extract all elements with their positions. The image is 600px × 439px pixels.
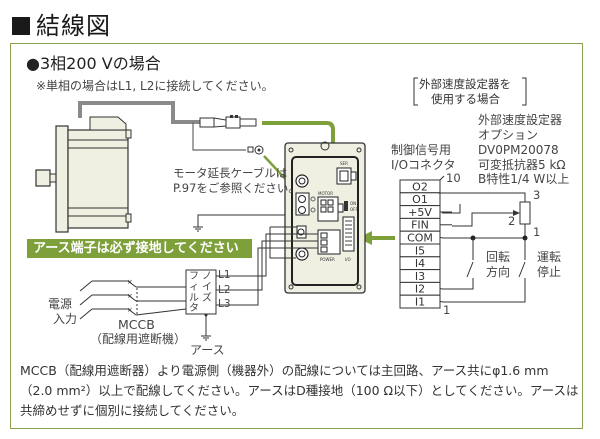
line-l3: L3 (218, 298, 231, 310)
io-pin-bottom: 1 (443, 303, 451, 317)
io-pin-label: FIN (411, 219, 429, 232)
filter-char-4: イ (202, 282, 212, 293)
cable-note-line2: P.97をご参照ください。 (173, 181, 300, 195)
filter-char-5: ル (189, 293, 199, 304)
io-pin-label: O2 (412, 180, 428, 193)
io-pin-label: I5 (415, 244, 425, 257)
svg-text:×: × (127, 278, 133, 286)
power-input-label-2: 入力 (53, 312, 78, 326)
page-title: 結線図 (12, 6, 111, 41)
rotation-label-2: 方向 (486, 265, 511, 279)
filter-char-3: ィ (189, 282, 199, 293)
device-label-4: 可変抵抗器5 kΩ (478, 158, 566, 172)
rotation-label-1: 回転 (486, 250, 511, 264)
device-label-3: DV0PM20078 (478, 143, 559, 157)
earth-label: アース (190, 343, 225, 357)
io-port-label: I/O (345, 257, 351, 262)
filter-char-2: ノ (202, 271, 212, 282)
cable-note-line1: モータ延長ケーブルは (173, 166, 288, 180)
potentiometer (438, 192, 531, 238)
mccb-breaker: × × × (79, 278, 187, 320)
bracket-left (413, 77, 418, 106)
pin-10-tick (439, 175, 445, 181)
sw-on-label: ON (350, 201, 356, 206)
ser-port-label: SER (340, 161, 348, 166)
device-label-1: 外部速度設定器 (478, 113, 563, 127)
ground-symbol-filter (201, 335, 211, 341)
bracket-label-2: 使用する場合 (431, 92, 500, 106)
section-heading: ●3相200 Vの場合 (26, 54, 161, 73)
filter-char-1: フ (189, 271, 199, 282)
io-pin-label: COM (407, 232, 433, 245)
arrow-cable-to-motor-port (262, 121, 335, 172)
power-input-label-1: 電源 (48, 297, 73, 311)
io-pin-label: +5V (408, 206, 432, 219)
bracket-right (522, 77, 527, 106)
io-label-2: I/Oコネクタ (391, 158, 456, 172)
page-title-text: 結線図 (36, 12, 111, 40)
wire-l2 (216, 240, 318, 291)
driver-panel (284, 141, 366, 294)
device-label-2: オプション (478, 128, 539, 142)
single-phase-note: ※単相の場合はL1, L2に接続してください。 (36, 79, 274, 93)
ground-symbol-panel (193, 226, 203, 232)
io-pin-label: I2 (415, 283, 425, 296)
filter-char-7: タ (189, 303, 199, 314)
line-l2: L2 (218, 284, 231, 296)
line-l1: L1 (218, 269, 231, 281)
filter-char-6: ズ (202, 293, 212, 304)
motor-port-label: MOTOR (318, 191, 333, 196)
io-pin-label: I4 (415, 257, 425, 270)
runstop-label-2: 停止 (537, 265, 562, 279)
motor-connector-icon (199, 115, 257, 129)
pot-pin-2: 2 (508, 214, 516, 228)
earth-cable (192, 122, 246, 151)
ring-terminal-icon (247, 145, 264, 155)
svg-text:×: × (127, 292, 133, 300)
square-bullet-icon (12, 17, 30, 35)
switch-circuit (442, 235, 528, 303)
io-pin-label: I3 (415, 270, 425, 283)
device-label-5: B特性1/4 W以上 (478, 172, 570, 186)
sw-off-label: OFF (350, 207, 358, 212)
pot-pin-3: 3 (533, 188, 541, 202)
io-pin-label: O1 (412, 193, 428, 206)
runstop-label-1: 運転 (537, 250, 562, 264)
pot-pin-1: 1 (533, 225, 541, 239)
svg-text:×: × (127, 306, 133, 314)
mccb-label: MCCB (118, 317, 155, 332)
power-port-label: POWER (320, 257, 335, 262)
wire-l3 (216, 247, 318, 306)
footer-note: MCCB（配線用遮断器）より電源側（機器外）の配線については主回路、アース共にφ… (20, 363, 579, 418)
bracket-label-1: 外部速度設定器を (419, 77, 511, 91)
io-pin-label: I1 (415, 296, 425, 309)
io-label-1: 制御信号用 (391, 143, 452, 157)
earth-warning-banner: アース端子は必ず接地してください (27, 239, 252, 258)
io-pin-top: 10 (446, 171, 461, 185)
wire-l1 (216, 233, 318, 277)
noise-filter-box (185, 269, 217, 315)
motor-cable (78, 101, 200, 124)
motor-icon (35, 116, 132, 233)
mccb-sublabel: （配線用遮断機） (90, 332, 187, 346)
panel-earth-wire (197, 214, 285, 227)
